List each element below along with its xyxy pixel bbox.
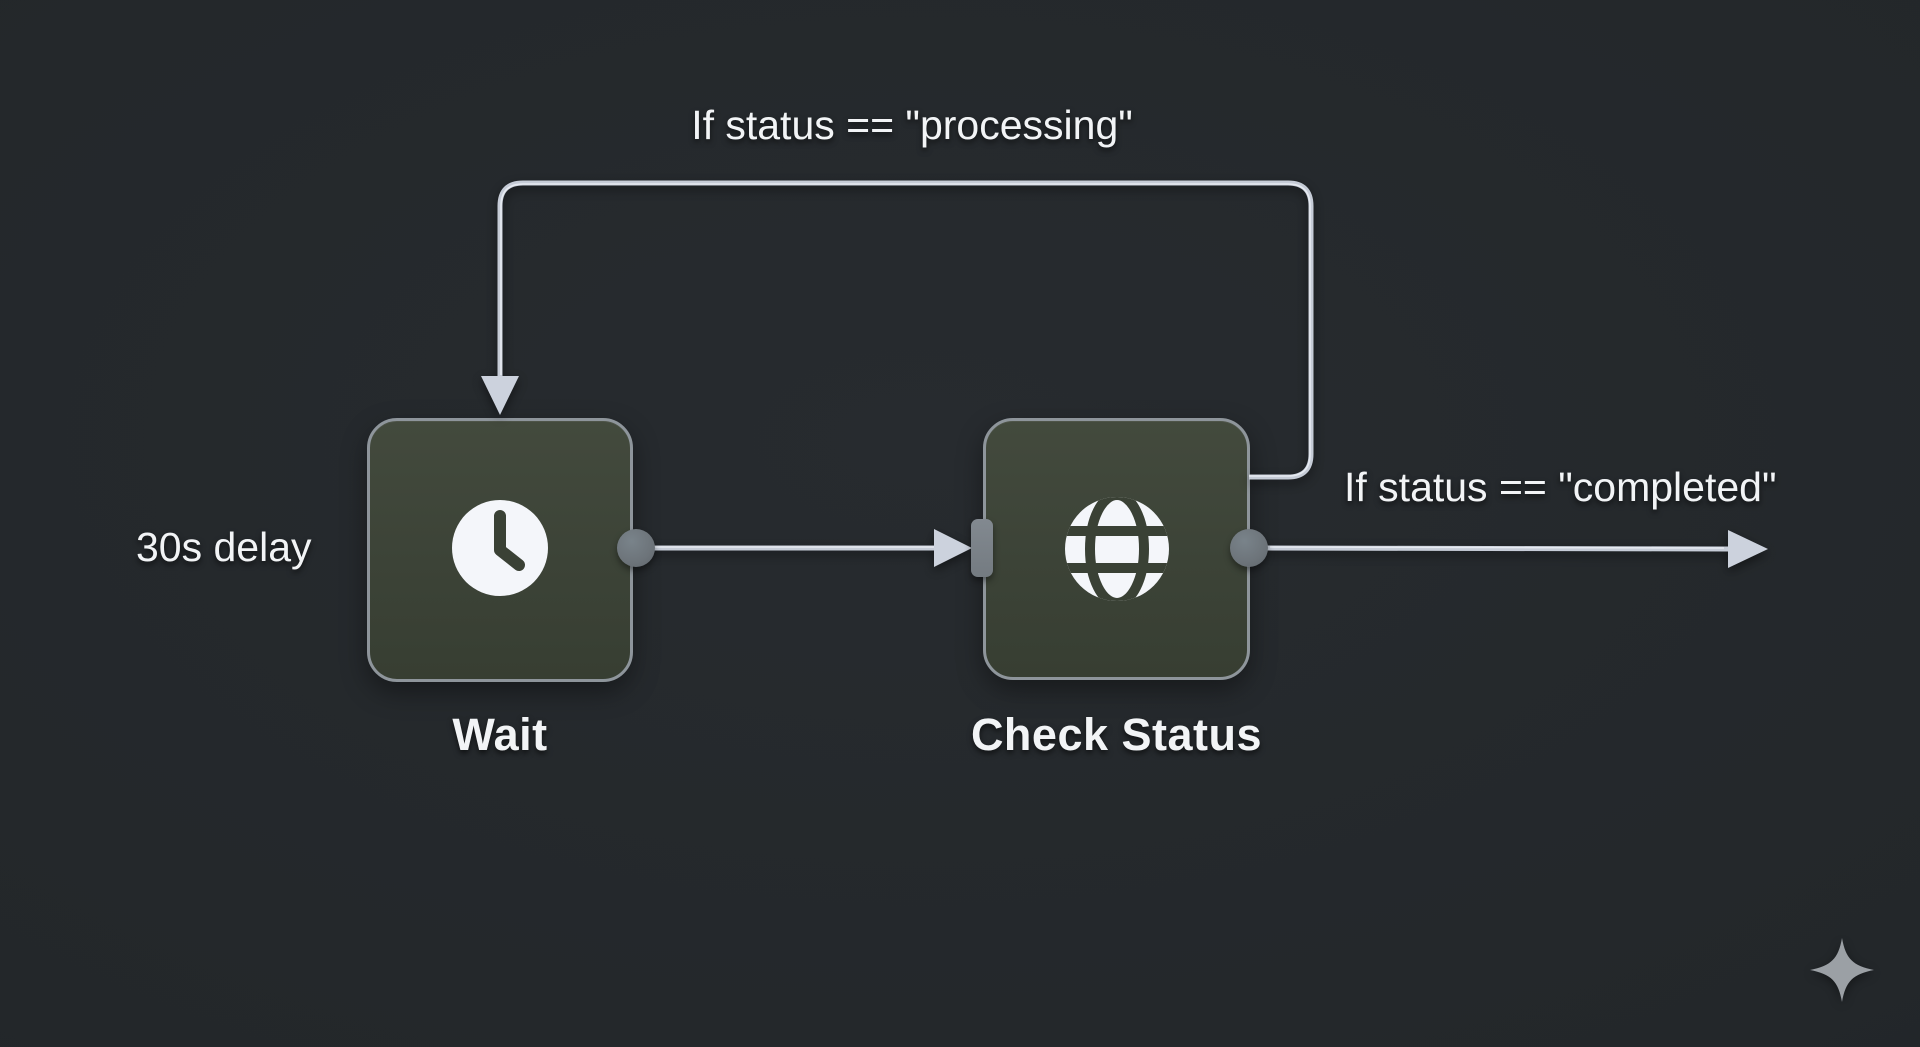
node-wait-label: Wait: [452, 709, 548, 760]
wait-delay-annotation: 30s delay: [136, 524, 312, 570]
globe-icon: [1064, 497, 1169, 601]
check-status-input-connector[interactable]: [971, 519, 993, 577]
node-check-status-label: Check Status: [970, 709, 1263, 760]
edge-label-processing: If status == "processing": [691, 102, 1133, 148]
check-status-output-connector[interactable]: [1230, 529, 1268, 567]
edge-label-completed: If status == "completed": [1344, 464, 1777, 510]
node-check-status[interactable]: [983, 418, 1250, 680]
arrowhead-right-icon: [1728, 530, 1768, 568]
arrowhead-right-icon: [934, 529, 972, 567]
arrowhead-down-icon: [481, 376, 519, 415]
clock-icon: [452, 500, 548, 596]
sparkle-icon: [1810, 938, 1874, 1002]
edge-loop-processing[interactable]: [481, 180, 1314, 480]
edge-wait-to-check-status[interactable]: [643, 529, 972, 567]
wait-output-connector[interactable]: [617, 529, 655, 567]
edge-completed[interactable]: [1265, 530, 1768, 568]
